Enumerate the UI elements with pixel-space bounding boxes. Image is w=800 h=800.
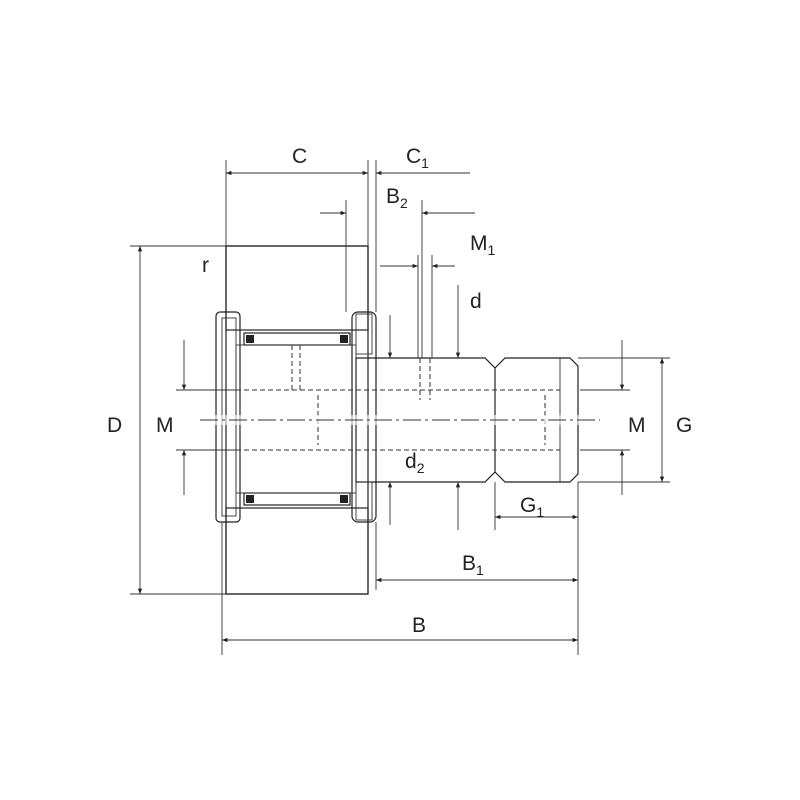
label-d2: d2 — [405, 450, 425, 476]
label-G: G — [676, 414, 692, 437]
label-M1: M1 — [470, 232, 496, 258]
hidden-lines — [236, 345, 560, 451]
label-C: C — [292, 145, 307, 168]
label-B1: B1 — [462, 552, 484, 578]
label-r: r — [202, 254, 209, 277]
dimension-lines — [137, 170, 665, 643]
label-G1: G1 — [520, 494, 544, 520]
label-D: D — [107, 414, 122, 437]
label-M-left: M — [156, 414, 174, 437]
label-M-right: M — [628, 414, 646, 437]
label-d: d — [470, 290, 482, 313]
label-B2: B2 — [386, 185, 408, 211]
label-B: B — [412, 614, 426, 637]
label-C1: C1 — [406, 145, 429, 171]
extension-lines — [130, 160, 670, 655]
